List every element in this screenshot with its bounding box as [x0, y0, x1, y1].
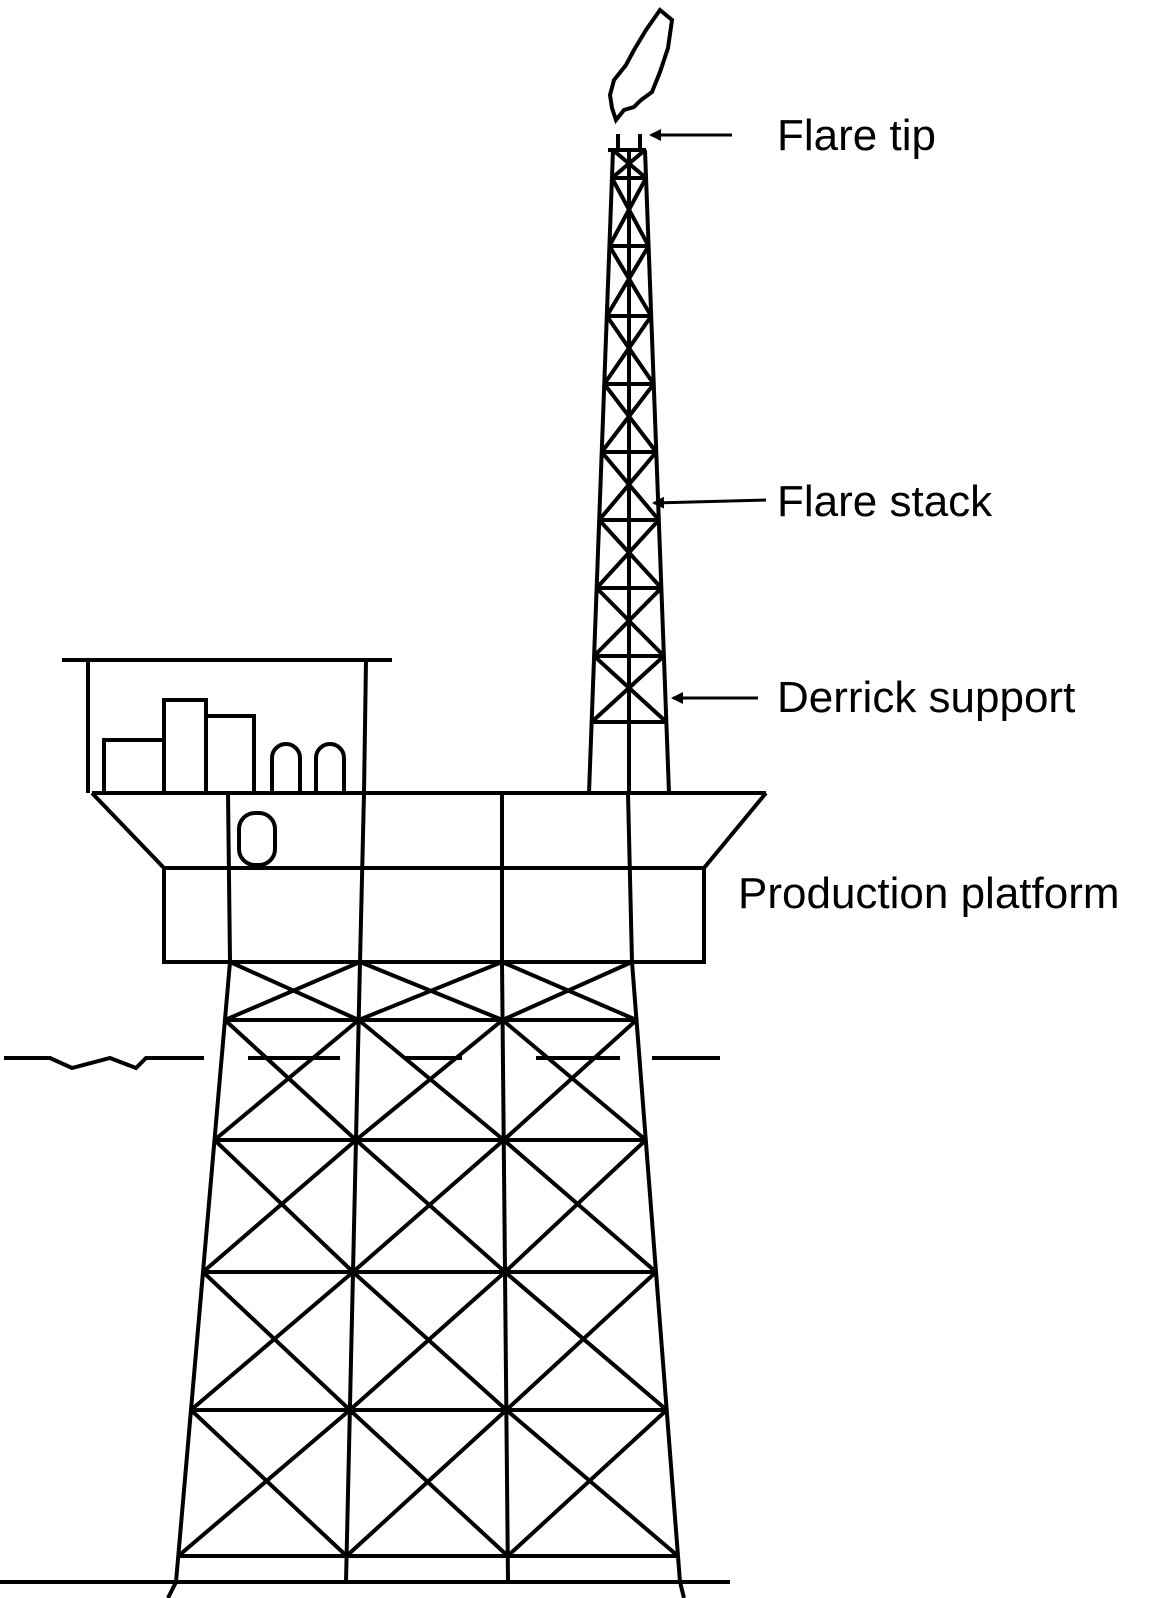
derrick-brace [610, 148, 647, 180]
production-platform-label: Production platform [738, 869, 1120, 918]
derrick-brace [602, 314, 653, 386]
jacket-brace [503, 1138, 648, 1274]
jacket-brace [213, 1138, 355, 1274]
pile-extensions [166, 1581, 686, 1598]
flare-tip [608, 134, 646, 152]
jacket-brace [189, 1270, 355, 1412]
jacket-brace [357, 960, 503, 1022]
derrick-lattice [587, 148, 671, 794]
derrick-brace [597, 450, 658, 522]
derrick-brace [607, 244, 653, 318]
jacket-brace [201, 1270, 352, 1412]
jacket-brace [506, 1408, 669, 1558]
derrick-brace [602, 382, 658, 454]
jacket-brace [502, 1018, 638, 1142]
jacket-brace [345, 1408, 508, 1558]
jacket-brace [502, 1138, 658, 1274]
flame-icon [607, 7, 675, 125]
quarters-module [62, 658, 392, 867]
jacket-brace [189, 1408, 348, 1558]
jacket-brace [505, 1408, 680, 1558]
jacket-brace [501, 960, 633, 1022]
derrick-brace [605, 244, 651, 318]
jacket-brace [501, 1018, 648, 1142]
hatch-icon [237, 811, 277, 867]
flare-tip-label: Flare tip [777, 111, 936, 160]
production-deck [90, 791, 768, 964]
derrick-brace [607, 177, 648, 247]
sea-surface-line [4, 1055, 720, 1071]
derrick-brace [595, 518, 661, 590]
derrick-brace [592, 586, 663, 658]
derrick-brace [600, 382, 656, 454]
jacket-brace [504, 1270, 658, 1412]
jacket-brace [354, 1018, 504, 1142]
jacket-brace [223, 1018, 358, 1142]
jacket-brace [503, 1270, 668, 1412]
derrick-brace [605, 314, 656, 386]
derrick-leg [587, 149, 615, 794]
jacket-brace [176, 1408, 352, 1558]
jacket-brace [351, 1138, 506, 1274]
jacket-brace [348, 1270, 507, 1412]
jacket-structure [174, 960, 682, 1583]
tank-icon [270, 742, 302, 793]
flare-stack-pointer-arrow [652, 496, 767, 509]
jacket-brace [224, 960, 361, 1022]
jacket-brace [201, 1138, 358, 1274]
derrick-brace [590, 654, 666, 724]
tank-icon [314, 742, 346, 793]
derrick-support-label: Derrick support [777, 673, 1075, 722]
jacket-brace [213, 1018, 360, 1142]
flare-stack-label: Flare stack [777, 477, 993, 526]
derrick-leg [643, 149, 671, 794]
derrick-brace [610, 177, 651, 247]
